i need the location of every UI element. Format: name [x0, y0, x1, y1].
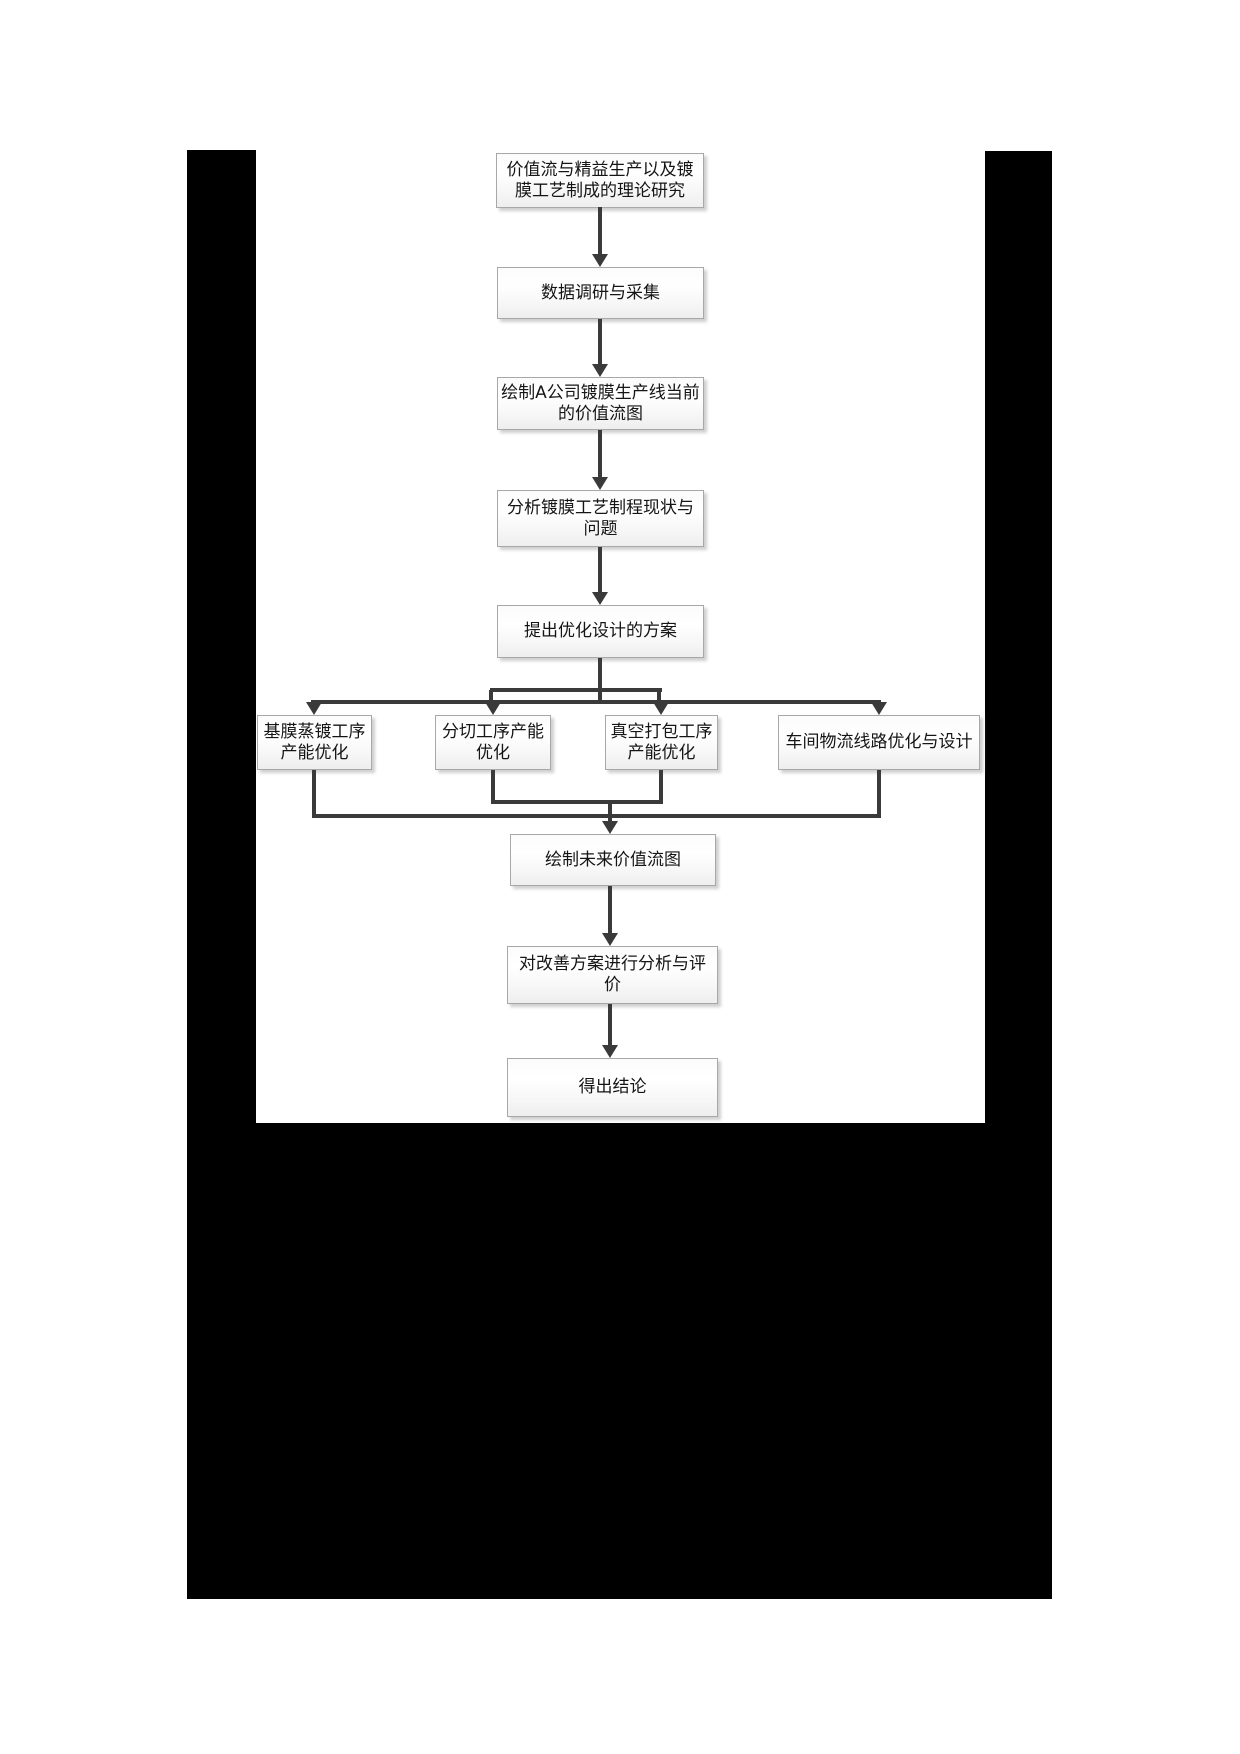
arrowhead-theory-to-data-icon — [592, 254, 608, 267]
node-label-line: 优化 — [476, 742, 510, 763]
connector-drop-slitting — [489, 690, 493, 702]
connector-drop-vacuum — [657, 690, 661, 702]
node-label-line: 价 — [604, 975, 621, 995]
node-label-line: 分切工序产能 — [442, 721, 544, 742]
flow-node-process-analysis: 分析镀膜工艺制程现状与 问题 — [497, 490, 704, 547]
flow-node-improvement-evaluation: 对改善方案进行分析与评 价 — [507, 946, 718, 1004]
node-label-line: 基膜蒸镀工序 — [263, 721, 366, 742]
arrowhead-currentvsm-to-analysis-icon — [592, 477, 608, 490]
node-label-line: 得出结论 — [578, 1077, 647, 1097]
connector-merge-rail-outer — [312, 814, 881, 818]
connector-merge-drop — [608, 804, 612, 821]
arrowhead-evaluation-to-conclusion-icon — [602, 1045, 618, 1058]
arrowhead-data-to-currentvsm-icon — [592, 364, 608, 377]
flow-node-vacuum-packing: 真空打包工序 产能优化 — [605, 715, 718, 770]
node-label-line: 分析镀膜工艺制程现状与 — [507, 497, 694, 518]
connector-merge-logistics — [877, 770, 881, 818]
node-label-line: 真空打包工序 — [610, 721, 713, 742]
node-label-line: 膜工艺制成的理论研究 — [515, 180, 685, 201]
arrowhead-to-future-vsm-icon — [602, 821, 618, 834]
node-label-line: 绘制未来价值流图 — [545, 849, 681, 870]
connector-branch-rail-outer — [311, 700, 881, 704]
flow-node-conclusion: 得出结论 — [507, 1058, 718, 1117]
arrowhead-to-logistics-icon — [871, 702, 887, 715]
connector-branch-stem — [598, 658, 602, 704]
node-label-line: 产能优化 — [627, 742, 696, 763]
node-label-line: 提出优化设计的方案 — [524, 621, 677, 641]
connector-line-currentvsm-to-analysis — [598, 430, 602, 477]
connector-line-theory-to-data — [598, 207, 602, 254]
flow-node-base-film-evaporation: 基膜蒸镀工序 产能优化 — [257, 715, 372, 770]
flow-node-workshop-logistics: 车间物流线路优化与设计 — [778, 715, 980, 770]
flow-node-future-vsm: 绘制未来价值流图 — [510, 834, 716, 886]
arrowhead-to-base-film-icon — [306, 702, 322, 715]
flow-node-current-vsm: 绘制A公司镀膜生产线当前 的价值流图 — [497, 377, 704, 430]
flow-node-data-collection: 数据调研与采集 — [497, 267, 704, 319]
flow-node-optimization-plan: 提出优化设计的方案 — [497, 605, 704, 658]
connector-merge-base-film — [312, 770, 316, 818]
connector-merge-vacuum — [659, 770, 663, 804]
node-label-line: 问题 — [583, 518, 618, 539]
connector-line-futurevsm-to-evaluation — [608, 886, 612, 933]
flow-node-slitting-capacity: 分切工序产能 优化 — [435, 715, 551, 770]
connector-merge-rail-inner — [491, 800, 663, 804]
connector-merge-slitting — [491, 770, 495, 804]
connector-line-evaluation-to-conclusion — [608, 1004, 612, 1045]
redaction-left-strip — [187, 150, 256, 1123]
flow-node-theory-research: 价值流与精益生产以及镀 膜工艺制成的理论研究 — [496, 153, 704, 208]
connector-branch-rail-inner — [490, 688, 662, 692]
redaction-right-strip — [985, 151, 1052, 1123]
node-label-line: 数据调研与采集 — [541, 282, 660, 303]
arrowhead-to-slitting-icon — [485, 702, 501, 715]
node-label-line: 的价值流图 — [558, 403, 643, 424]
node-label-line: 价值流与精益生产以及镀 — [506, 159, 694, 180]
connector-line-data-to-currentvsm — [598, 319, 602, 364]
node-label-line: 对改善方案进行分析与评 — [519, 954, 706, 974]
arrowhead-futurevsm-to-evaluation-icon — [602, 933, 618, 946]
node-label-line: 产能优化 — [280, 742, 349, 763]
connector-line-analysis-to-plan — [598, 547, 602, 592]
redaction-bottom-block — [187, 1123, 1052, 1599]
node-label-line: 绘制A公司镀膜生产线当前 — [501, 382, 700, 403]
node-label-line: 车间物流线路优化与设计 — [785, 732, 973, 752]
arrowhead-analysis-to-plan-icon — [592, 592, 608, 605]
arrowhead-to-vacuum-icon — [653, 702, 669, 715]
